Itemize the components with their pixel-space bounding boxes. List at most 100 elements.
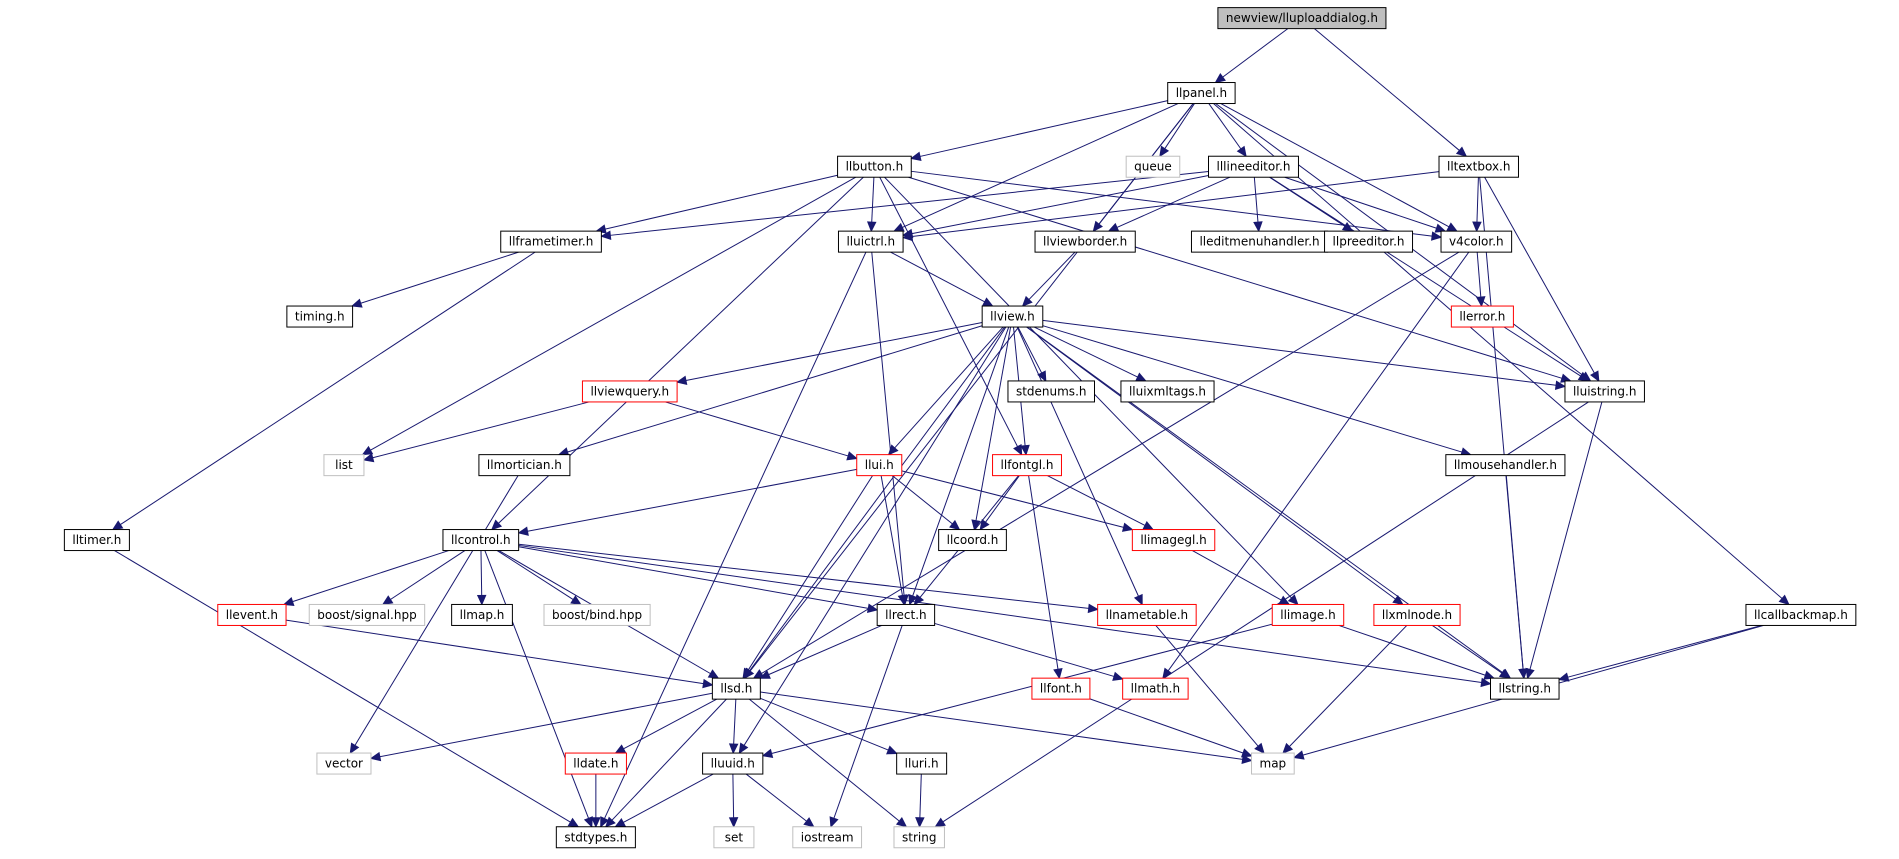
edge-line [665,401,849,457]
node-box [981,305,1044,328]
arrowhead-icon [111,520,124,531]
node-llimage[interactable]: llimage.h [1271,603,1345,626]
edge-line [880,475,903,596]
edge-llbutton-to-llcontrol [490,176,864,531]
node-llpanel[interactable]: llpanel.h [1167,82,1236,105]
edge-line [745,773,807,822]
edge-line [1089,698,1244,754]
node-label: lllineeditor.h [1217,160,1291,174]
edge-line [748,698,900,822]
node-stdenums[interactable]: stdenums.h [1007,380,1095,403]
node-lluixmltags[interactable]: lluixmltags.h [1120,380,1215,403]
node-llcoord[interactable]: llcoord.h [938,529,1007,552]
edge-line [1220,103,1450,228]
arrowhead-icon [614,744,627,754]
edge-line [1338,624,1486,676]
node-label: map [1260,757,1287,771]
edge-v4color-to-llsd [752,251,1460,679]
edge-line [761,251,1460,674]
edge-llview-to-lluuid [738,326,1007,755]
node-box [837,155,912,178]
node-lllineeditor[interactable]: lllineeditor.h [1208,155,1299,178]
node-lluuid[interactable]: lluuid.h [702,752,764,775]
node-lluictrl[interactable]: lluictrl.h [837,230,904,253]
node-llfont[interactable]: llfont.h [1031,677,1091,700]
node-stdtypes[interactable]: stdtypes.h [555,826,636,849]
node-lltimer[interactable]: lltimer.h [63,529,130,552]
arrowhead-icon [1476,296,1486,308]
edge-llmortician-to-vector [349,475,519,755]
edge-llevent-to-llsd [285,619,714,689]
node-label: llcontrol.h [451,533,511,547]
node-label: llstring.h [1498,682,1551,696]
node-llxmlnode[interactable]: llxmlnode.h [1373,603,1461,626]
node-llsd[interactable]: llsd.h [711,677,761,700]
edge-line [911,175,1209,235]
edge-lltextbox-to-lluictrl [901,171,1440,242]
node-lldate[interactable]: lldate.h [564,752,627,775]
node-llbutton[interactable]: llbutton.h [837,155,912,178]
edge-llui-to-llimagegl [901,470,1134,532]
node-llframetimer[interactable]: llframetimer.h [500,230,602,253]
node-lleditmenuhandler[interactable]: lleditmenuhandler.h [1190,230,1329,253]
node-llfontgl[interactable]: llfontgl.h [992,454,1062,477]
arrowhead-icon [583,816,593,828]
arrowhead-icon [476,594,487,606]
node-llevent[interactable]: llevent.h [217,603,287,626]
node-llpreeditor[interactable]: llpreeditor.h [1324,230,1414,253]
node-llmath[interactable]: llmath.h [1122,677,1189,700]
node-label: llxmlnode.h [1382,608,1452,622]
arrowhead-icon [1577,371,1590,382]
node-lltextbox[interactable]: lltextbox.h [1438,155,1519,178]
edge-line [354,475,519,746]
node-lluri[interactable]: lluri.h [896,752,948,775]
edge-line [1222,28,1289,78]
edge-line [894,326,1004,449]
node-label: llbutton.h [846,160,904,174]
edge-line [985,475,1020,523]
arrowhead-icon [1431,231,1443,241]
node-llstring[interactable]: llstring.h [1489,677,1560,700]
edge-line [1567,624,1762,678]
node-lluistring[interactable]: lluistring.h [1564,380,1645,403]
edge-line [1167,251,1470,672]
edge-line [1432,625,1503,674]
node-box [896,752,948,775]
node-llerror[interactable]: llerror.h [1450,305,1514,328]
edge-llimage-to-llstring [1338,624,1496,680]
edge-llbutton-to-lluistring [908,176,1572,383]
node-root[interactable]: newview/lluploaddialog.h [1217,7,1387,30]
node-label: lltimer.h [72,533,121,547]
node-label: llmap.h [460,608,505,622]
arrowhead-icon [866,603,879,613]
node-llnametable[interactable]: llnametable.h [1097,603,1197,626]
node-box [555,826,636,849]
edge-llbutton-to-llfontgl [879,176,1023,456]
edge-llfontgl-to-llfont [1028,475,1063,680]
edge-line [743,326,1007,746]
node-label: llpanel.h [1176,86,1227,100]
node-llview[interactable]: llview.h [981,305,1044,328]
node-llcontrol[interactable]: llcontrol.h [442,529,520,552]
node-llimagegl[interactable]: llimagegl.h [1131,529,1216,552]
node-timing[interactable]: timing.h [286,305,354,328]
node-llmortician[interactable]: llmortician.h [478,454,571,477]
edge-line [749,326,1006,672]
node-llviewquery[interactable]: llviewquery.h [581,380,678,403]
node-list: list [323,454,365,477]
node-llmap[interactable]: llmap.h [451,603,513,626]
node-llrect[interactable]: llrect.h [876,603,936,626]
node-box [308,603,426,626]
node-llviewborder[interactable]: llviewborder.h [1034,230,1136,253]
edge-llframetimer-to-timing [350,251,519,308]
node-v4color[interactable]: v4color.h [1440,230,1513,253]
node-llui[interactable]: llui.h [856,454,903,477]
edge-llrect-to-llsd [759,624,882,679]
node-box [1167,82,1236,105]
node-llmousehandler[interactable]: llmousehandler.h [1445,454,1566,477]
node-llcallbackmap[interactable]: llcallbackmap.h [1745,603,1857,626]
arrowhead-icon [887,444,899,456]
edge-llviewquery-to-llui [665,401,858,461]
arrowhead-icon [282,596,295,607]
